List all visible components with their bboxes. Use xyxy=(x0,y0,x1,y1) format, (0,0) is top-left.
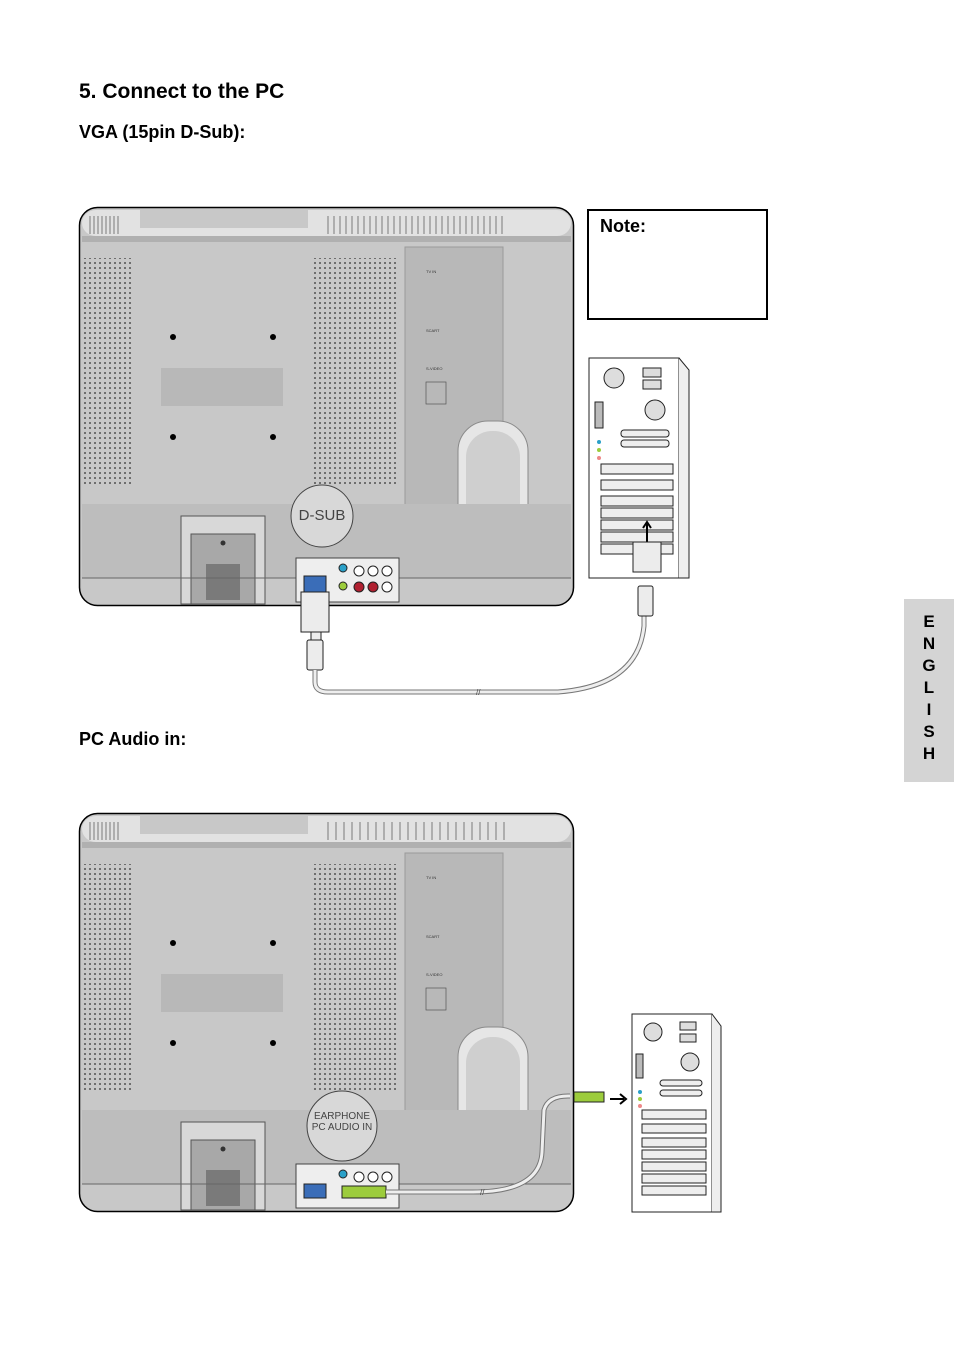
svg-text://: // xyxy=(476,688,481,697)
language-tab-letter: S xyxy=(923,722,935,741)
language-tab-letter: L xyxy=(923,678,935,697)
vesa-screw-hole xyxy=(270,434,276,440)
top-vent-lines xyxy=(89,216,503,234)
scart-label: SCART xyxy=(426,328,440,333)
language-tab-letter: N xyxy=(922,634,936,653)
pc-audio-in-label: PC AUDIO IN xyxy=(312,1122,373,1133)
label-plate xyxy=(161,368,283,406)
tv-in-label: TV IN xyxy=(426,875,436,880)
vga-heading: VGA (15pin D-Sub): xyxy=(79,122,246,142)
ferrite-core xyxy=(306,639,324,671)
note-box: Note: xyxy=(587,209,768,320)
audio-connection-diagram: TV IN SCART S-VIDEO EARPHONE PC AUDIO IN… xyxy=(78,812,722,1213)
center-vent-grille xyxy=(312,258,396,486)
section-title: 5. Connect to the PC xyxy=(79,80,285,103)
vga-connection-diagram: TV IN SCART S-VIDEO D-SUB // xyxy=(78,206,690,697)
audio-plug-pc xyxy=(573,1091,605,1103)
dsub-callout-label: D-SUB xyxy=(299,507,346,524)
left-vent-grille xyxy=(81,258,133,486)
note-title: Note: xyxy=(600,216,646,236)
language-tab-letter: G xyxy=(922,656,936,675)
language-tab-letter: I xyxy=(926,700,932,719)
scart-label: SCART xyxy=(426,934,440,939)
vesa-screw-hole xyxy=(170,434,176,440)
dsub-callout-bubble xyxy=(290,484,354,548)
svg-text://: // xyxy=(480,1188,485,1197)
language-tab-letter: H xyxy=(922,744,936,763)
s-video-label: S-VIDEO xyxy=(426,366,442,371)
language-tab: E N G L I S H xyxy=(904,599,954,782)
vga-port xyxy=(303,575,327,593)
audio-callout-bubble xyxy=(306,1090,378,1162)
tv-in-label: TV IN xyxy=(426,269,436,274)
earphone-label: EARPHONE xyxy=(314,1111,370,1122)
s-video-label: S-VIDEO xyxy=(426,972,442,977)
monitor-top-handle xyxy=(140,210,308,228)
audio-heading: PC Audio in: xyxy=(79,729,187,749)
pc-tower xyxy=(588,357,690,579)
vesa-screw-hole xyxy=(170,334,176,340)
vesa-screw-hole xyxy=(270,334,276,340)
pc-tower xyxy=(631,1013,722,1213)
language-tab-letter: E xyxy=(923,612,935,631)
vga-cable xyxy=(312,616,647,695)
vga-plug-monitor xyxy=(300,591,330,633)
audio-plug-monitor xyxy=(341,1185,387,1199)
